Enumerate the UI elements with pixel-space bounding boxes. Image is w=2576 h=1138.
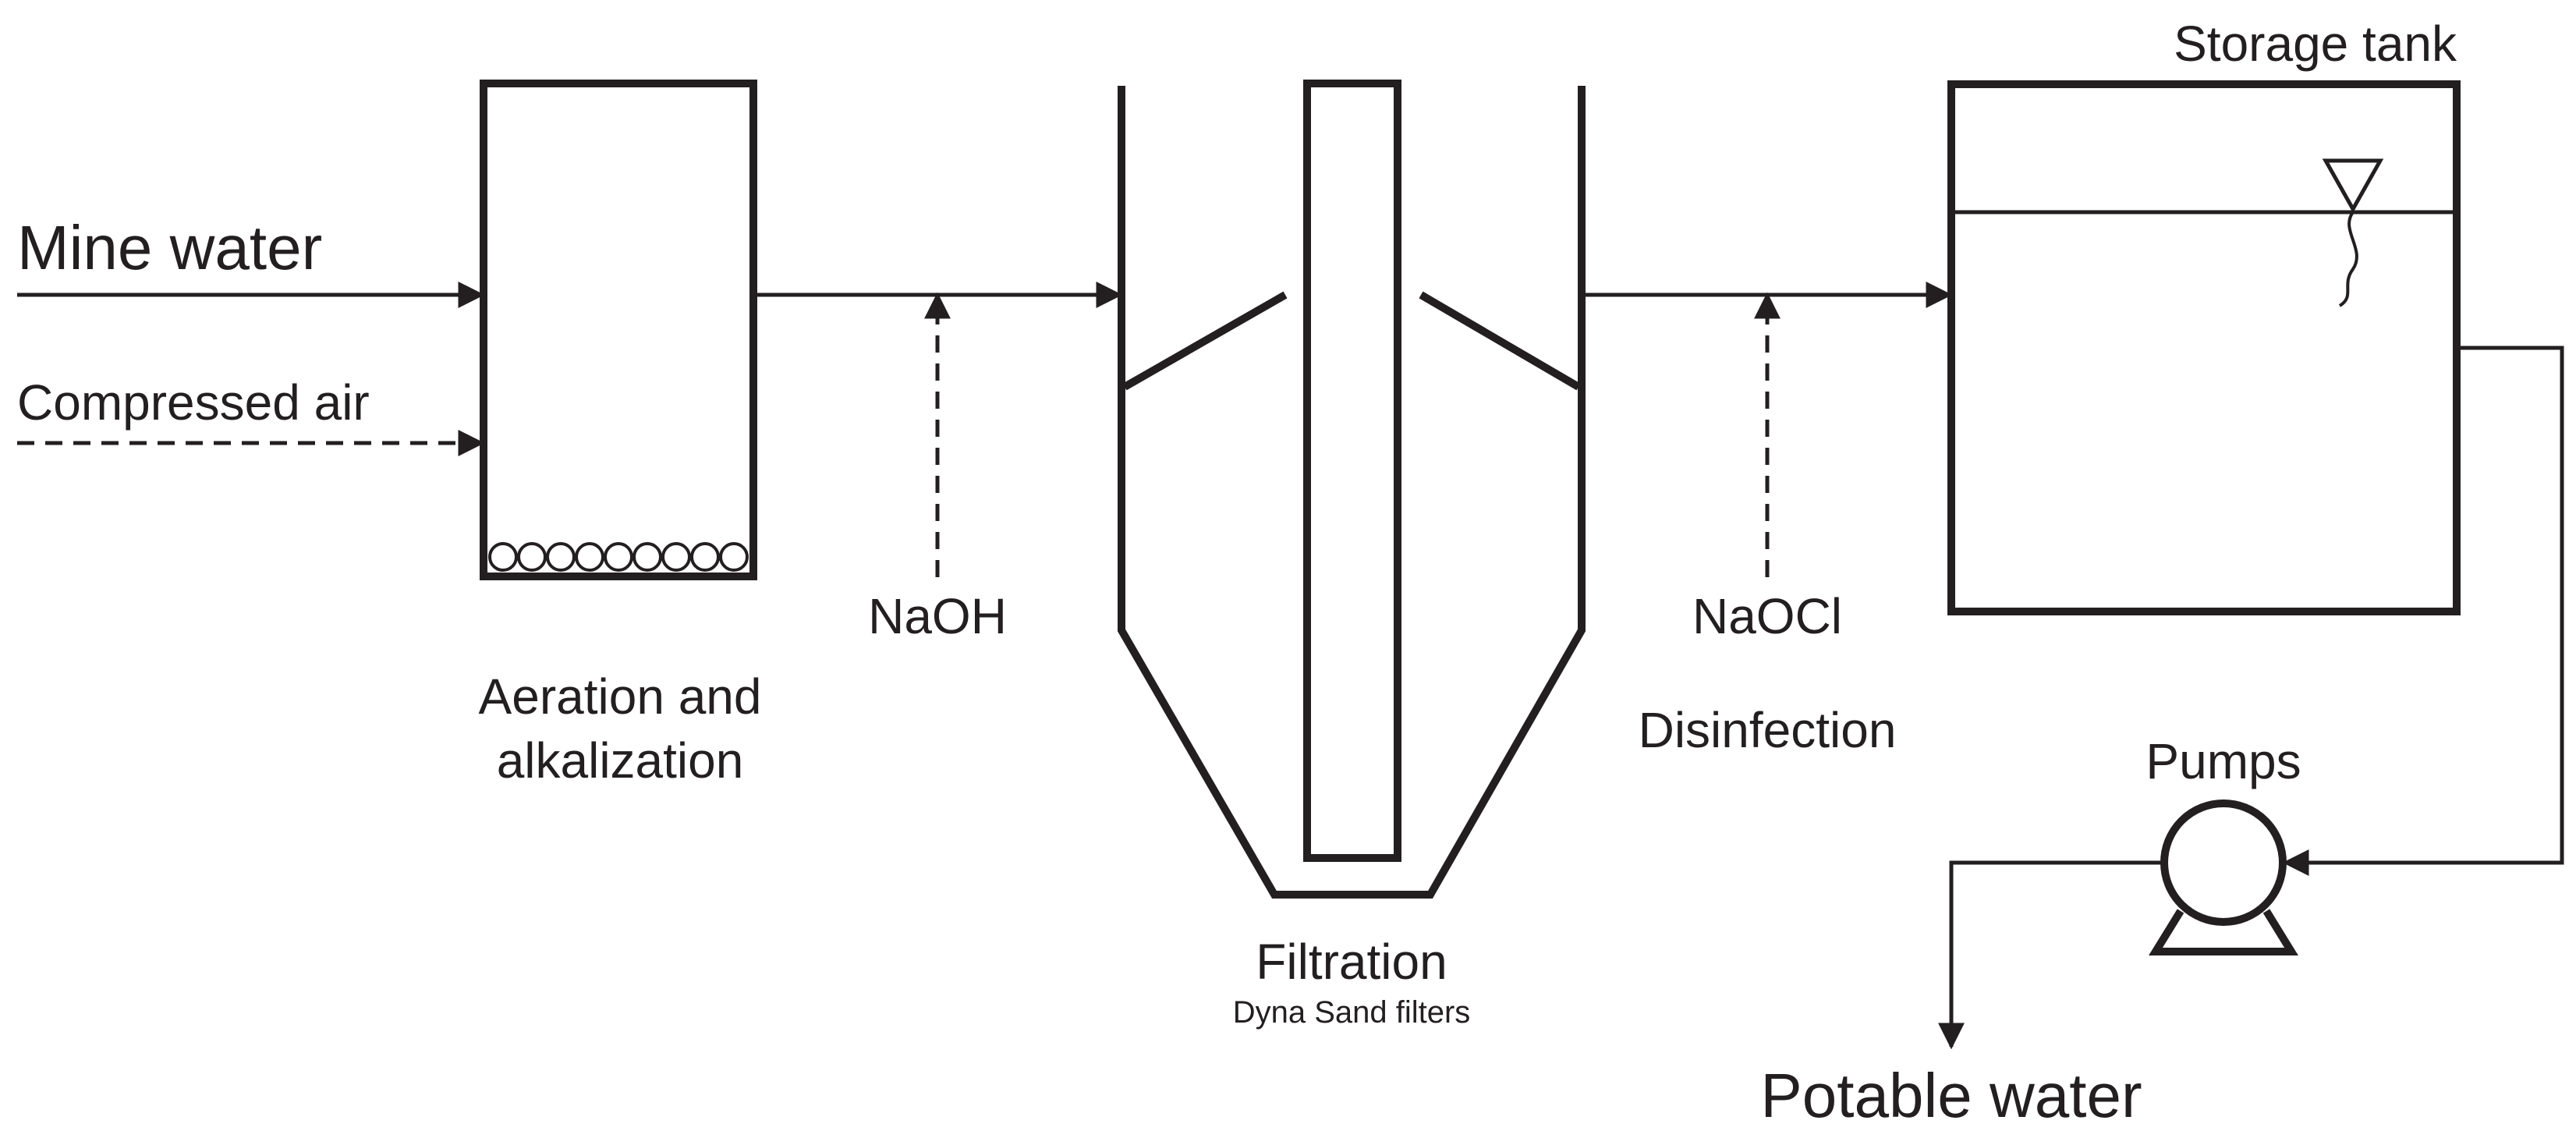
pumps-label: Pumps: [2145, 733, 2301, 789]
filtration-label: Filtration: [1256, 934, 1447, 990]
flow-pump-to-output: [1938, 860, 2164, 1050]
aeration-label-line1: Aeration and: [479, 668, 762, 725]
water-surface-wave-icon: [2338, 211, 2358, 307]
compressed-air-label: Compressed air: [17, 374, 370, 431]
flow-storage-to-pump: [2282, 346, 2564, 876]
naocl-label: NaOCl: [1692, 588, 1842, 644]
filtration-sublabel: Dyna Sand filters: [1233, 995, 1471, 1030]
water-level-icon: [2322, 158, 2384, 214]
mine-water-label: Mine water: [17, 213, 322, 282]
storage-tank-label: Storage tank: [2174, 16, 2457, 72]
pump-icon: [2149, 799, 2298, 955]
naoh-label: NaOH: [868, 588, 1007, 644]
aeration-label-line2: alkalization: [497, 732, 744, 789]
air-diffuser-bubbles: [488, 542, 749, 572]
aeration-tank: [480, 80, 757, 580]
potable-water-label: Potable water: [1760, 1061, 2142, 1130]
disinfection-label: Disinfection: [1639, 702, 1897, 758]
sand-filter: [1118, 80, 1586, 899]
